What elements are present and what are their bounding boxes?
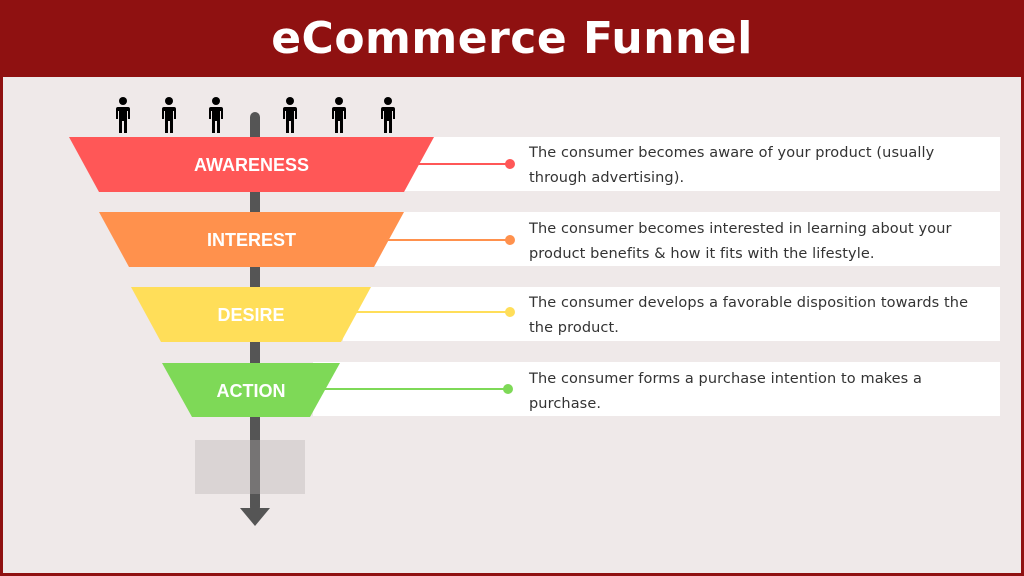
person-icon xyxy=(332,97,346,133)
stage-description: The consumer becomes interested in learn… xyxy=(529,221,952,262)
row-bg-desire xyxy=(343,287,1000,341)
connector-line xyxy=(325,388,509,390)
person-icon xyxy=(116,97,130,133)
stage-label: ACTION xyxy=(216,381,286,401)
funnel-layer-awareness: AWARENESS xyxy=(69,137,434,192)
connector-dot xyxy=(505,159,515,169)
page-title: eCommerce Funnel xyxy=(271,12,753,64)
person-icon xyxy=(381,97,395,133)
shadow-box xyxy=(195,440,305,494)
person-icon xyxy=(283,97,297,133)
header-banner: eCommerce Funnel xyxy=(0,0,1024,76)
connector-line xyxy=(411,163,509,165)
funnel-layer-interest: INTEREST xyxy=(99,212,404,267)
connector-line xyxy=(388,239,509,241)
stage-label: AWARENESS xyxy=(193,155,310,175)
stage-label: INTEREST xyxy=(206,230,296,250)
stage-label: DESIRE xyxy=(217,305,285,325)
funnel-layer-desire: DESIRE xyxy=(131,287,371,342)
connector-dot xyxy=(505,307,515,317)
arrow-down-icon xyxy=(240,508,270,526)
stage-description: The consumer becomes aware of your produ… xyxy=(529,145,935,186)
stage-description: The consumer forms a purchase intention … xyxy=(529,371,923,412)
funnel-layer-action: ACTION xyxy=(162,363,340,417)
connector-dot xyxy=(505,235,515,245)
funnel-diagram: AWARENESS The consumer becomes aware of … xyxy=(3,77,1021,573)
stage-description: The consumer develops a favorable dispos… xyxy=(529,295,969,336)
connector-line xyxy=(355,311,509,313)
connector-dot xyxy=(503,384,513,394)
person-icon xyxy=(209,97,223,133)
person-icon xyxy=(162,97,176,133)
